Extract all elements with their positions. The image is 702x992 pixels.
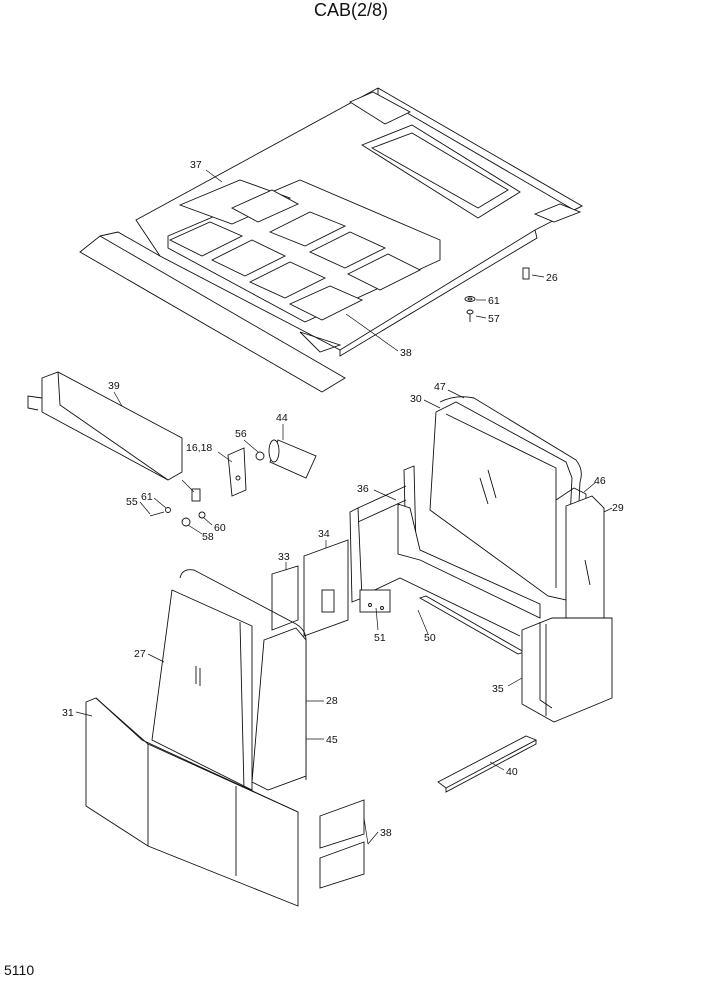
callout-30: 30: [410, 393, 422, 405]
callout-38-upper: 38: [400, 347, 412, 359]
callout-35: 35: [492, 683, 504, 695]
callout-56: 56: [235, 428, 247, 440]
callout-58: 58: [202, 531, 214, 543]
callout-50: 50: [424, 632, 436, 644]
callout-33: 33: [278, 551, 290, 563]
sill-bar: [437, 735, 538, 793]
lower-front-panel: [85, 697, 299, 907]
rear-frame: [349, 465, 541, 655]
interior-pads: [271, 539, 349, 637]
visor-bracket: [149, 447, 265, 527]
rear-side-panel: [521, 617, 613, 723]
rear-window-assembly: [429, 396, 582, 601]
roof-panel: [79, 87, 583, 393]
visor-roll: [268, 424, 317, 479]
lower-pads: [319, 799, 365, 889]
roof-fasteners: [464, 267, 530, 322]
callout-31: 31: [62, 707, 74, 719]
callout-46: 46: [594, 475, 606, 487]
callout-47: 47: [434, 381, 446, 393]
callout-28: 28: [326, 695, 338, 707]
roof-pads-lower: [210, 211, 422, 321]
callout-38-lower: 38: [380, 827, 392, 839]
front-glass-frame: [151, 569, 307, 791]
callout-labels: 37 38 26 61 57 39 44 56 16,18 55 61 60 5…: [62, 159, 624, 839]
page-title: CAB(2/8): [313, 0, 389, 20]
callout-26: 26: [546, 272, 558, 284]
page-number: 5110: [4, 962, 35, 978]
callout-55: 55: [126, 496, 138, 508]
callout-40: 40: [506, 766, 518, 778]
callout-45: 45: [326, 734, 338, 746]
callout-34: 34: [318, 528, 330, 540]
callout-57: 57: [488, 313, 500, 325]
roof-pads-upper: [168, 179, 300, 257]
callout-39: 39: [108, 380, 120, 392]
callout-44: 44: [276, 412, 288, 424]
callout-27: 27: [134, 648, 146, 660]
callout-37: 37: [190, 159, 202, 171]
callout-60: 60: [214, 522, 226, 534]
callout-16-18: 16,18: [186, 442, 212, 454]
callout-29: 29: [612, 502, 624, 514]
callout-51: 51: [374, 632, 386, 644]
callout-61-lower: 61: [141, 491, 153, 503]
sun-visor: [27, 371, 201, 502]
leader-lines: [75, 169, 613, 845]
callout-61-upper: 61: [488, 295, 500, 307]
callout-36: 36: [357, 483, 369, 495]
